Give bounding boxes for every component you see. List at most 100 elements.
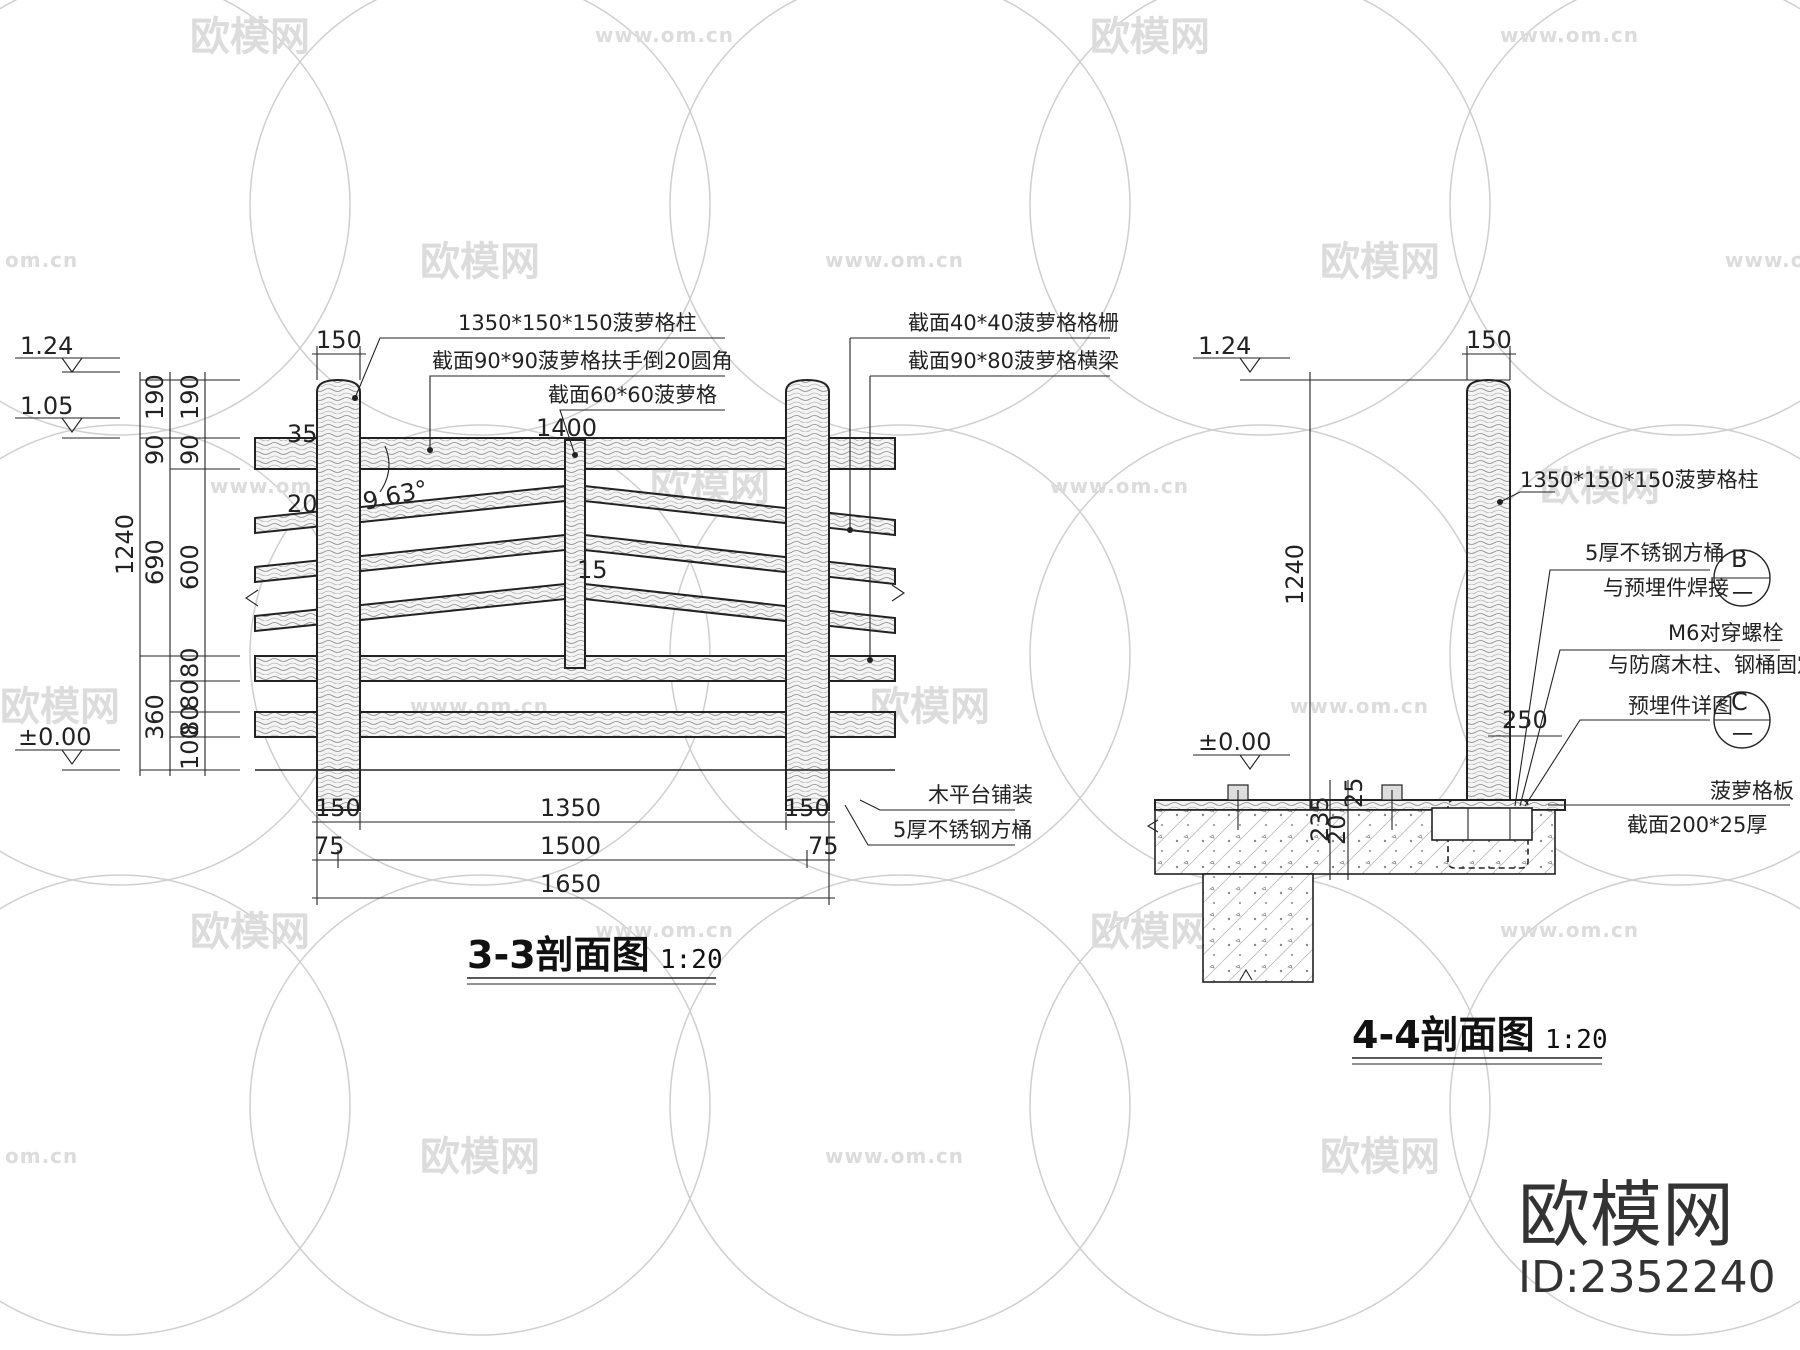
grille-bar (254, 581, 576, 633)
svg-text:1.24: 1.24 (1198, 332, 1251, 360)
brand-block: 欧模网 ID:2352240 (1518, 1173, 1776, 1303)
dim-post-width: 150 (316, 326, 362, 354)
brand-id: ID:2352240 (1518, 1252, 1776, 1303)
svg-text:一: 一 (1732, 582, 1753, 606)
dim-d3: 235 (1306, 796, 1334, 842)
callout-grille: 截面40*40菠萝格格栅 (908, 311, 1119, 335)
dim-left: 80 (176, 705, 204, 736)
section-scale: 1:20 (660, 945, 723, 975)
watermark-url: www.om.cn (1725, 248, 1800, 272)
detail-ref-b: B 一 (1713, 545, 1771, 607)
callout-bolt-1: M6对穿螺栓 (1668, 621, 1783, 645)
dim-bottom: 150 (784, 794, 830, 822)
watermark-url: www.om.cn (1290, 694, 1429, 718)
svg-text:一: 一 (1732, 723, 1753, 747)
watermark-logo: 欧模网 (0, 684, 120, 730)
dim-left: 80 (176, 647, 204, 678)
section-4-4: 1.24 ±0.00 1240 235 20 25 150 250 1350*1… (1146, 326, 1800, 1065)
watermark-logo: 欧模网 (1540, 464, 1660, 510)
grille-bar (574, 532, 896, 586)
dim-d2: 20 (1323, 814, 1351, 845)
callout-board-1: 菠萝格板 (1710, 779, 1794, 803)
watermark-logo: 欧模网 (1320, 239, 1440, 285)
dim-left: 690 (141, 539, 169, 585)
svg-text:1.24: 1.24 (20, 332, 73, 360)
watermark-logo: 欧模网 (1320, 1134, 1440, 1180)
svg-text:B: B (1731, 545, 1747, 573)
svg-text:±0.00: ±0.00 (1198, 728, 1272, 756)
deck-joists (1227, 784, 1403, 830)
watermark-url: om.cn (5, 248, 78, 272)
level-marker-124: 1.24 (1193, 332, 1320, 381)
dim-left: 190 (176, 374, 204, 420)
callout-post: 1350*150*150菠萝格柱 (1520, 468, 1759, 492)
svg-text:1.05: 1.05 (20, 392, 73, 420)
dim-bottom: 150 (315, 794, 361, 822)
level-marker-124: 1.24 (15, 332, 120, 373)
watermarks: 欧模网 www.om.cn 欧模网 www.om.cn om.cn 欧模网 ww… (0, 14, 1800, 1180)
dim-left: 190 (141, 374, 169, 420)
watermark-url: www.om.cn (825, 248, 964, 272)
watermark-logo: 欧模网 (1090, 14, 1210, 60)
watermark-logo: 欧模网 (420, 239, 540, 285)
dim-bottom: 75 (808, 832, 839, 860)
dim-left: 100 (176, 724, 204, 770)
watermark-url: www.om.cn (1050, 474, 1189, 498)
section-3-3: 1240 190 90 690 360 190 90 600 80 80 80 … (15, 311, 1119, 985)
watermark-url: www.om.cn (595, 918, 734, 942)
level-marker-000: ±0.00 (15, 723, 120, 771)
concrete-wall (1202, 873, 1314, 983)
level-marker-000: ±0.00 (1193, 728, 1290, 770)
dim-left: 90 (176, 434, 204, 465)
section-scale: 1:20 (1545, 1025, 1608, 1055)
callout-handrail: 截面90*90菠萝格扶手倒20圆角 (432, 349, 733, 373)
dim-left: 90 (141, 434, 169, 465)
post-right (785, 378, 830, 811)
callout-board-2: 截面200*25厚 (1627, 813, 1767, 837)
dim-left: 360 (141, 694, 169, 740)
watermark-logo: 欧模网 (1090, 909, 1210, 955)
detail-ref-c: C 一 (1713, 688, 1771, 749)
callout-deck: 木平台铺装 (928, 783, 1033, 807)
dim-post-width: 150 (1466, 326, 1512, 354)
dim-chamfer: 20 (287, 490, 318, 518)
watermark-logo: 欧模网 (190, 909, 310, 955)
dim-left: 600 (176, 544, 204, 590)
callout-steel-1: 5厚不锈钢方桶 (1585, 541, 1724, 565)
dim-height: 1240 (1281, 544, 1309, 605)
section-title: 4-4剖面图 (1352, 1013, 1535, 1057)
watermark-url: om.cn (5, 1144, 78, 1168)
svg-text:±0.00: ±0.00 (18, 723, 92, 751)
watermark-logo: 欧模网 (420, 1134, 540, 1180)
post (1466, 378, 1511, 806)
svg-text:C: C (1731, 688, 1748, 716)
dim-bottom: 1350 (540, 794, 601, 822)
watermark-url: www.om.cn (1500, 23, 1639, 47)
dim-offset: 35 (287, 420, 318, 448)
callout-center: 截面60*60菠萝格 (548, 383, 717, 407)
callout-post: 1350*150*150菠萝格柱 (458, 311, 697, 335)
dim-d1: 25 (1340, 777, 1368, 808)
brand-name: 欧模网 (1518, 1173, 1734, 1257)
dim-bottom: 75 (314, 832, 345, 860)
grille-bar (574, 581, 896, 635)
watermark-logo: 欧模网 (190, 14, 310, 60)
callout-steel-2: 与预埋件焊接 (1603, 576, 1729, 600)
dim-left: 1240 (111, 514, 139, 575)
dim-embed-width: 250 (1502, 706, 1548, 734)
callout-steel: 5厚不锈钢方桶 (893, 818, 1032, 842)
grille-bar (254, 532, 576, 584)
dim-gap: 15 (577, 556, 608, 584)
watermark-url: www.om.cn (1500, 918, 1639, 942)
dim-bottom: 1500 (540, 832, 601, 860)
watermark-url: www.om.cn (595, 23, 734, 47)
callout-beam: 截面90*80菠萝格横梁 (908, 349, 1119, 373)
dim-left: 80 (176, 679, 204, 710)
steel-plate (1431, 807, 1533, 841)
section-title: 3-3剖面图 (467, 933, 650, 977)
level-marker-105: 1.05 (15, 392, 120, 439)
callout-bolt-2: 与防腐木柱、钢桶固定 (1608, 653, 1800, 677)
dim-bottom: 1650 (540, 870, 601, 898)
watermark-url: www.om.cn (825, 1144, 964, 1168)
